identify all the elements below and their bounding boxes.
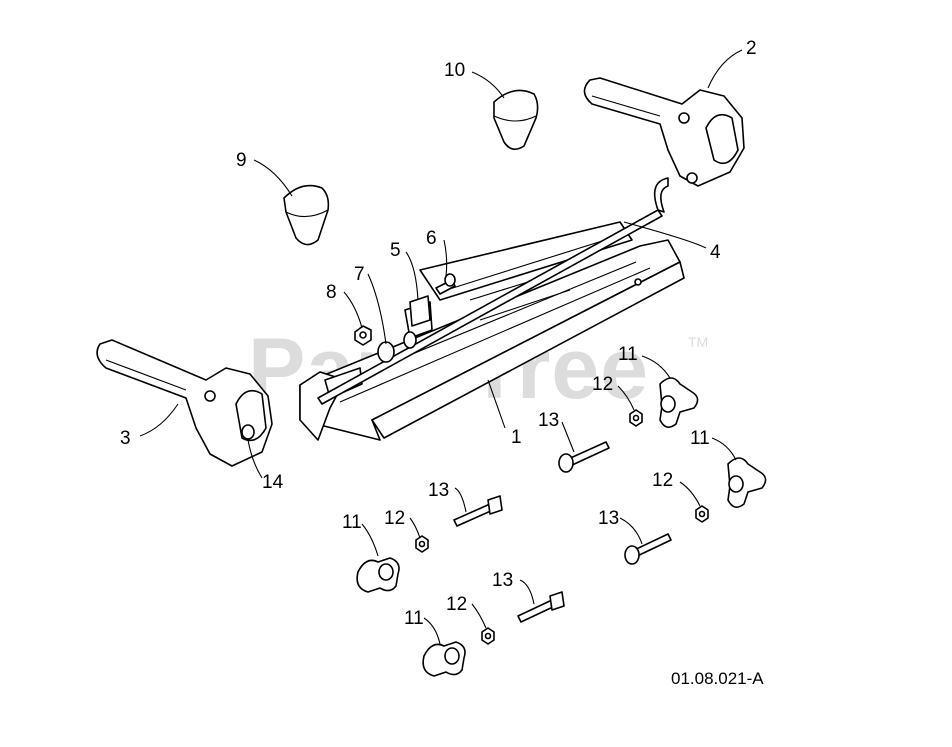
callout-7[interactable]: 7 xyxy=(354,264,365,285)
callout-11-b[interactable]: 11 xyxy=(690,428,710,449)
part-11-knob-b xyxy=(727,457,767,508)
part-8-nut xyxy=(354,325,372,346)
callout-14[interactable]: 14 xyxy=(262,472,284,493)
callout-11-c[interactable]: 11 xyxy=(342,512,362,533)
callout-13-d[interactable]: 13 xyxy=(492,570,513,591)
part-2-handle-right xyxy=(583,77,745,187)
callout-8[interactable]: 8 xyxy=(326,282,337,303)
part-5-bracket xyxy=(409,295,431,327)
part-11-knob-c xyxy=(356,557,400,593)
part-9-knob xyxy=(283,184,330,246)
callout-5[interactable]: 5 xyxy=(390,240,401,261)
part-12-nut-a xyxy=(629,409,643,427)
callout-11-d[interactable]: 11 xyxy=(404,608,424,629)
callout-12-d[interactable]: 12 xyxy=(446,594,467,615)
leader-lines xyxy=(139,49,743,645)
callout-9[interactable]: 9 xyxy=(236,150,247,171)
callout-13-a[interactable]: 13 xyxy=(538,410,559,431)
callout-11-a[interactable]: 11 xyxy=(618,344,638,365)
part-1-frame xyxy=(299,221,685,441)
callout-4[interactable]: 4 xyxy=(710,242,721,263)
callout-12-a[interactable]: 12 xyxy=(592,374,613,395)
callout-6[interactable]: 6 xyxy=(426,228,437,249)
diagram-code: 01.08.021-A xyxy=(671,669,764,688)
part-11-knob-d xyxy=(422,641,466,677)
part-12-nut-b xyxy=(415,535,429,553)
part-11-knob-a xyxy=(659,377,699,428)
part-4-rod xyxy=(317,177,669,405)
part-10-knob xyxy=(493,89,539,150)
callout-3[interactable]: 3 xyxy=(120,428,131,449)
part-12-nut-d xyxy=(481,627,495,645)
part-13-bolt-d xyxy=(517,591,565,623)
part-14-bushing xyxy=(241,424,255,440)
callout-1[interactable]: 1 xyxy=(511,427,522,448)
callout-13-c[interactable]: 13 xyxy=(598,508,619,529)
callout-13-b[interactable]: 13 xyxy=(428,480,449,501)
part-13-bolt-b xyxy=(453,495,503,527)
part-13-bolt-c xyxy=(624,533,672,565)
part-13-bolt-a xyxy=(558,441,610,473)
callout-12-b[interactable]: 12 xyxy=(384,508,405,529)
callout-10[interactable]: 10 xyxy=(444,60,465,81)
part-6-bolt xyxy=(435,273,456,295)
callout-2[interactable]: 2 xyxy=(746,38,757,59)
watermark-trademark: TM xyxy=(688,334,708,350)
callout-12-c[interactable]: 12 xyxy=(652,470,673,491)
part-12-nut-c xyxy=(695,505,709,523)
